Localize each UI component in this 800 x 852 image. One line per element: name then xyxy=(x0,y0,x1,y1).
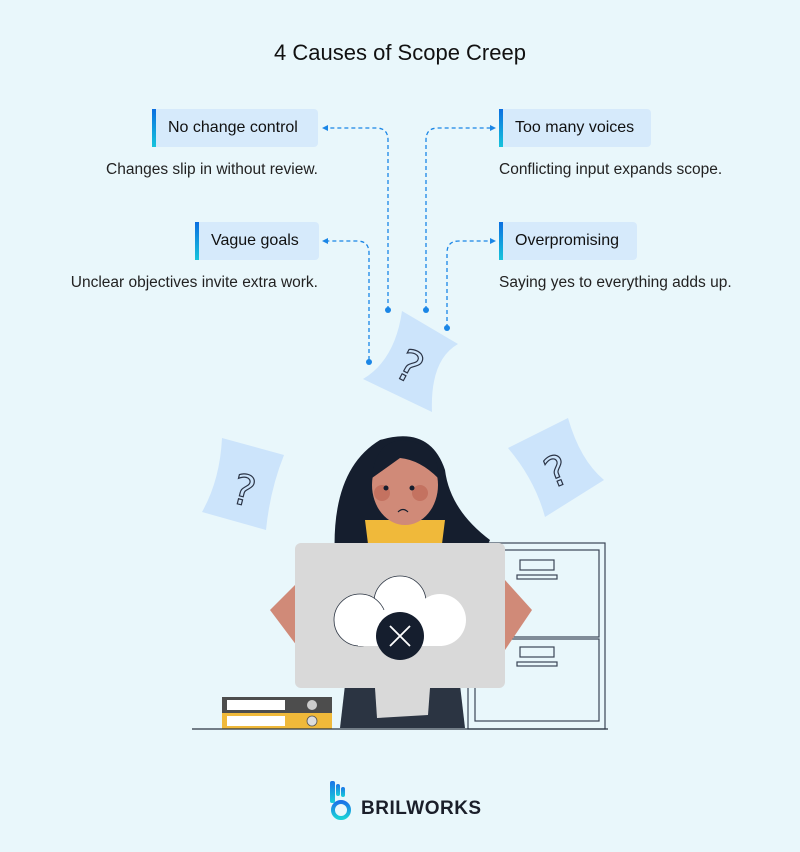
cause-label: No change control xyxy=(168,119,298,136)
error-x-icon xyxy=(376,612,424,660)
cause-label: Too many voices xyxy=(515,119,635,136)
page-title: 4 Causes of Scope Creep xyxy=(274,40,526,65)
monitor xyxy=(295,543,505,688)
binders xyxy=(222,697,332,729)
cause-description: Saying yes to everything adds up. xyxy=(499,274,732,291)
brand-name: BRILWORKS xyxy=(361,798,482,819)
cause-tag-too-many-voices: Too many voices xyxy=(499,109,651,147)
cause-label: Overpromising xyxy=(515,232,620,249)
cause-label: Vague goals xyxy=(211,232,299,249)
cause-description: Changes slip in without review. xyxy=(106,161,318,178)
cause-tag-overpromising: Overpromising xyxy=(499,222,637,260)
question-note-icon: ? xyxy=(508,418,604,517)
brilworks-logo-icon xyxy=(330,781,351,820)
connector-endpoints xyxy=(322,125,496,365)
cause-description: Unclear objectives invite extra work. xyxy=(70,274,318,291)
question-note-icon: ? xyxy=(363,311,458,412)
cause-tag-vague-goals: Vague goals xyxy=(195,222,319,260)
question-note-icon: ? xyxy=(202,438,284,530)
cause-description: Conflicting input expands scope. xyxy=(499,161,723,178)
cause-tag-no-change-control: No change control xyxy=(152,109,318,147)
connector-lines xyxy=(326,127,492,360)
